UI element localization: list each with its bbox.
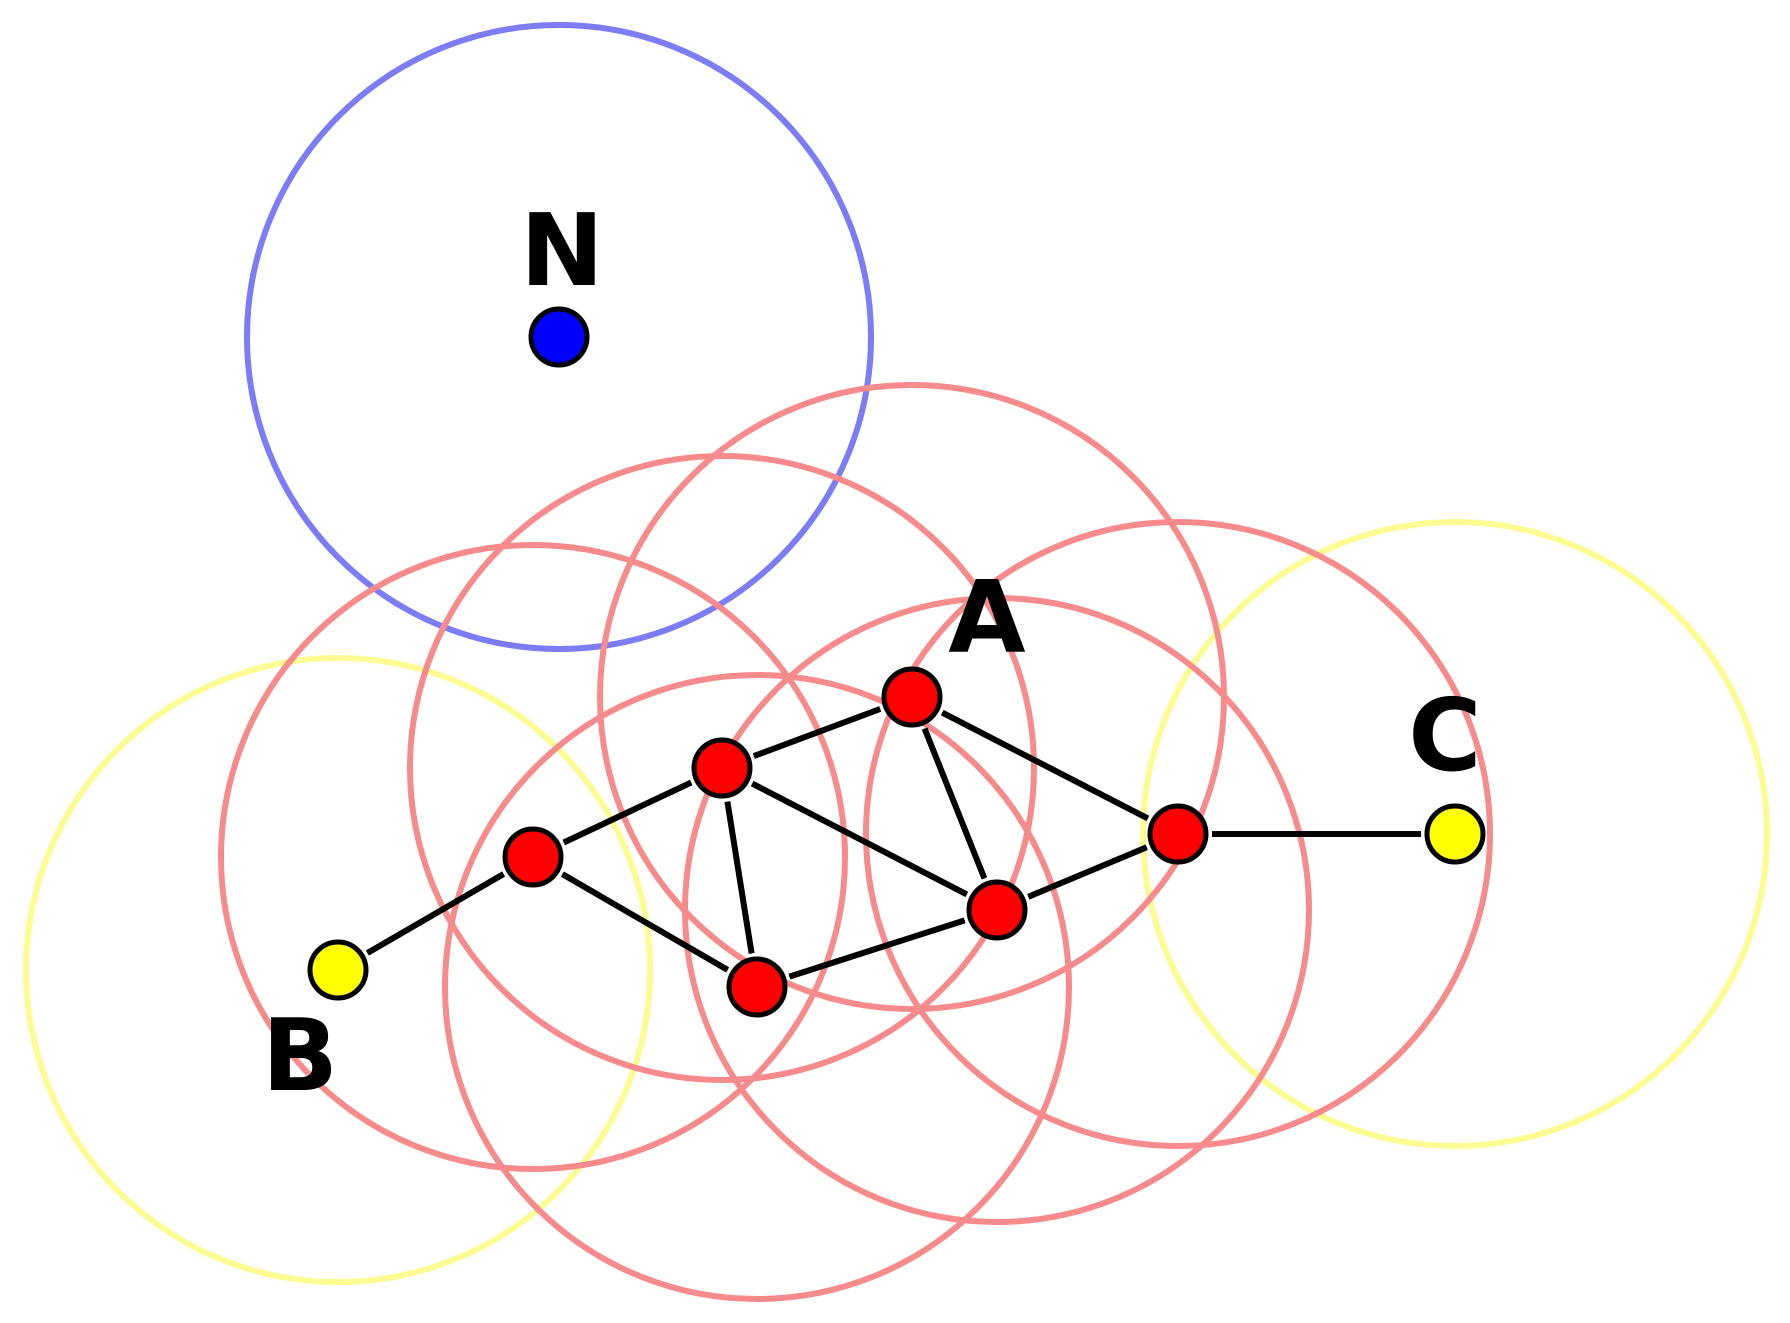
core-point-core-5 bbox=[966, 879, 1028, 941]
neighborhood-rings bbox=[23, 22, 1770, 1302]
label-core-a: A bbox=[948, 559, 1025, 676]
edge-core-5-core-6 bbox=[1027, 844, 1148, 900]
ring-c bbox=[1140, 519, 1770, 1149]
edge-core-2-core-3 bbox=[562, 779, 693, 846]
noise-point-n bbox=[528, 306, 590, 368]
ring-n bbox=[244, 22, 874, 652]
edge-core-4-core-5 bbox=[788, 917, 966, 980]
edge-a-core-5 bbox=[921, 727, 988, 880]
core-point-core-6 bbox=[1147, 803, 1209, 865]
label-border-c: C bbox=[1408, 677, 1481, 794]
edge-core-3-b bbox=[365, 871, 506, 956]
core-point-core-2 bbox=[691, 737, 753, 799]
border-point-c bbox=[1424, 803, 1486, 865]
edge-a-core-2 bbox=[752, 706, 882, 759]
edge-core-2-core-4 bbox=[724, 801, 755, 954]
core-point-a bbox=[881, 666, 943, 728]
data-points bbox=[307, 306, 1486, 1018]
edge-core-3-core-4 bbox=[560, 871, 730, 973]
core-point-core-4 bbox=[726, 956, 788, 1018]
ring-core-4 bbox=[442, 672, 1072, 1302]
border-point-b bbox=[307, 939, 369, 1001]
core-point-core-3 bbox=[502, 826, 564, 888]
label-noise-n: N bbox=[520, 192, 604, 309]
edge-core-2-core-5 bbox=[750, 780, 969, 898]
density-edges bbox=[365, 706, 1422, 980]
label-border-b: B bbox=[262, 997, 338, 1114]
